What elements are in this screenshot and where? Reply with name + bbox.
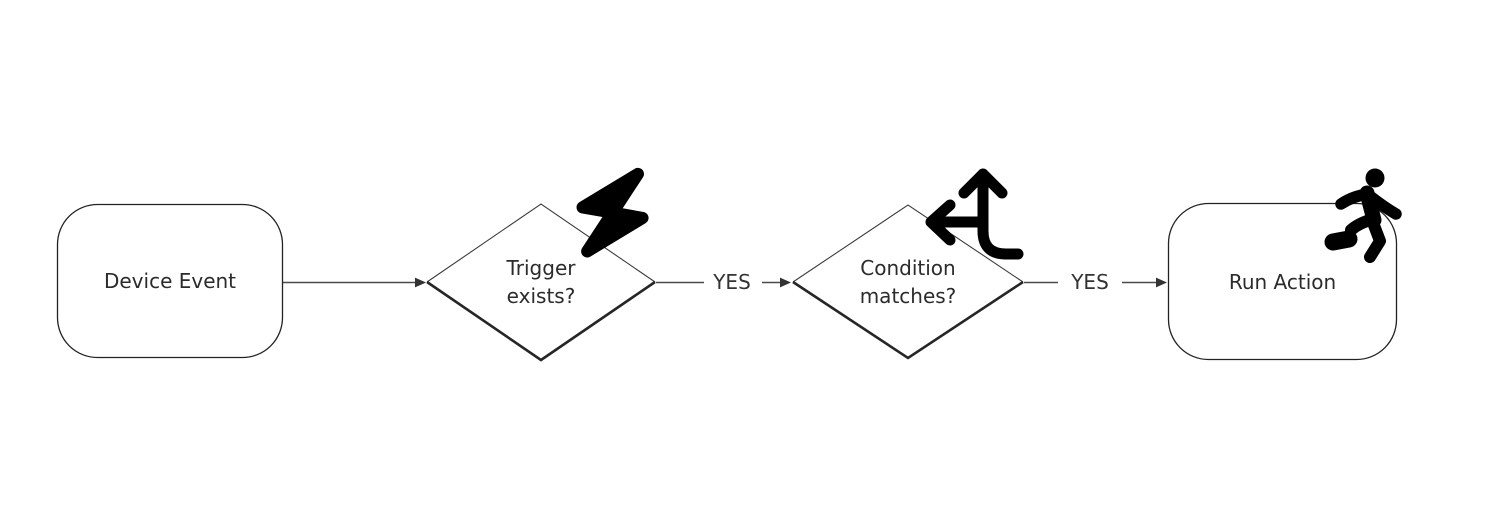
directions-split-arrows-icon [925, 168, 1024, 260]
edge-condition-to-run-action [1024, 277, 1167, 288]
edge-device-event-to-trigger [283, 277, 426, 288]
edge-trigger-to-condition [656, 277, 791, 288]
running-person-icon [1324, 168, 1402, 263]
condition-matches-node-shape [792, 204, 1024, 360]
arrowhead-icon [415, 277, 426, 288]
arrowhead-icon [780, 277, 791, 288]
device-event-node-shape [56, 203, 284, 359]
arrowhead-icon [1156, 277, 1167, 288]
lightning-bolt-icon [576, 167, 649, 258]
